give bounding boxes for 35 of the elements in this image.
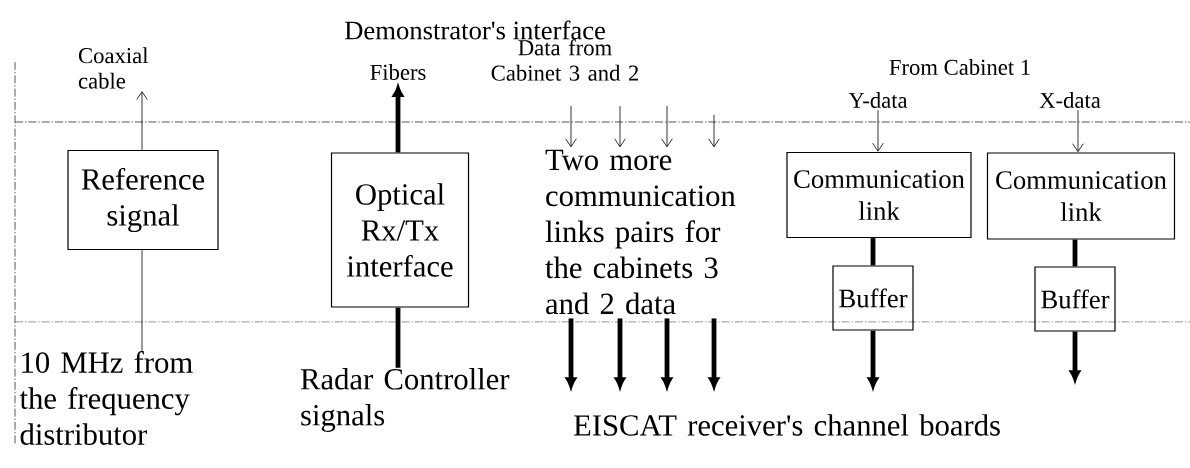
signal-label: Two more communication links pairs for the cabinets 3 and 2 data <box>545 149 736 315</box>
source-label: From Cabinet 1 <box>889 59 1030 75</box>
signal-label: 10 MHz from the frequency distributor <box>19 351 193 445</box>
heading: Demonstrator's interface <box>344 20 605 40</box>
block-box: Buffer <box>1034 266 1116 332</box>
signal-label: Fibers <box>370 64 426 80</box>
block-box: Communication link <box>986 152 1176 240</box>
signal-label: X-data <box>1039 92 1101 108</box>
arrow <box>867 330 879 389</box>
arrow <box>661 105 673 148</box>
arrow <box>661 318 673 389</box>
arrow <box>1069 331 1081 382</box>
arrow <box>708 318 720 389</box>
block-box: Buffer <box>832 265 914 331</box>
signal-label: Y-data <box>848 92 908 108</box>
signal-label: EISCAT receiver's channel boards <box>573 414 1000 436</box>
signal-label: Data from Cabinet 3 and 2 <box>491 39 639 81</box>
connector-line <box>395 307 401 368</box>
arrow <box>614 318 626 389</box>
arrow <box>565 105 577 148</box>
arrow <box>708 114 720 148</box>
signal-label: Radar Controller signals <box>300 368 510 432</box>
arrow <box>872 109 884 152</box>
arrow <box>136 91 148 151</box>
block-box: Reference signal <box>67 149 219 251</box>
block-box: Communication link <box>786 151 972 239</box>
arrow <box>1072 109 1084 153</box>
block-box: Optical Rx/Tx interface <box>330 152 470 308</box>
connector-line <box>1072 239 1078 267</box>
signal-label: Coaxial cable <box>78 47 149 89</box>
arrow <box>392 85 404 153</box>
connector-line <box>870 238 876 266</box>
arrow <box>565 318 577 389</box>
arrow <box>614 105 626 148</box>
connector-line <box>141 249 143 352</box>
